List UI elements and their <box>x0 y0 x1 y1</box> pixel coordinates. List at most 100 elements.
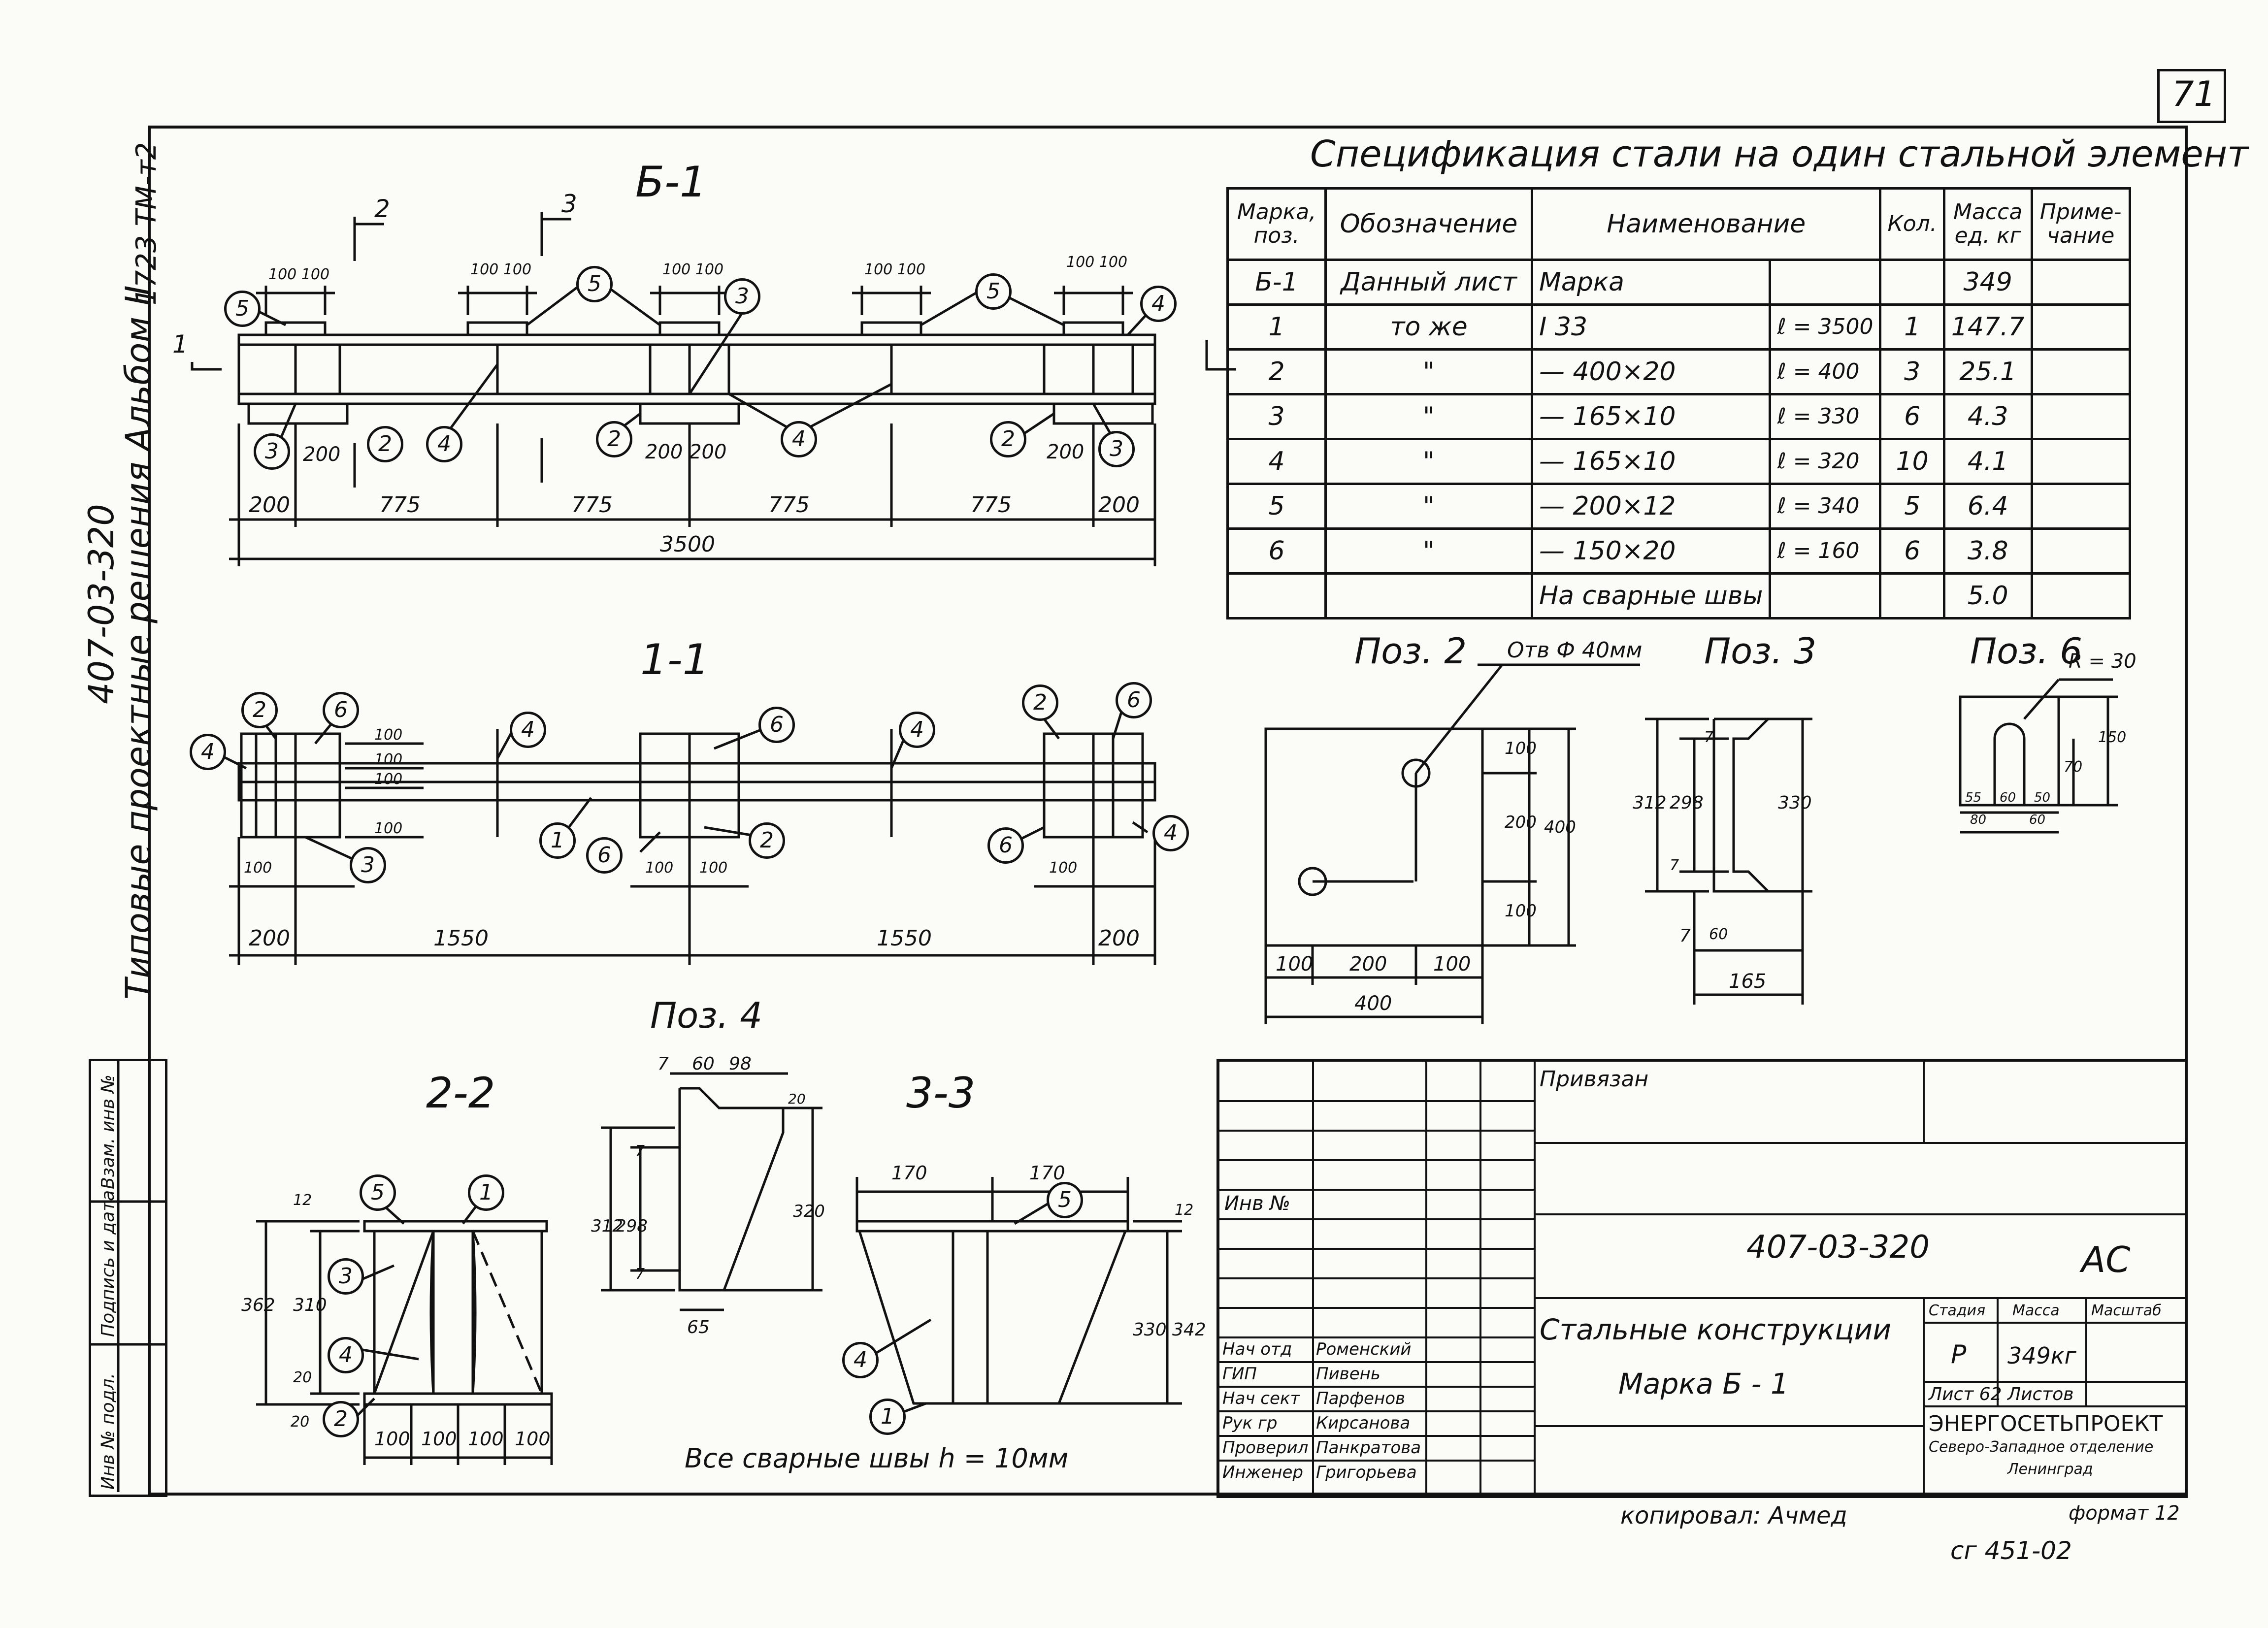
spec-cell <box>2030 527 2131 575</box>
spec-cell <box>1324 572 1533 619</box>
spec-cell: 5.0 <box>1942 572 2033 619</box>
spec-cell: 1 <box>1879 303 1945 351</box>
callout-circle: 4 <box>1152 815 1189 851</box>
poz2-h-total: 400 <box>1544 817 1576 837</box>
tb-subject-line2: Марка Б - 1 <box>1618 1367 1789 1400</box>
spec-h-mark: Марка, поз. <box>1226 187 1327 261</box>
callout-circle: 6 <box>758 707 795 743</box>
b1-top-pair-5: 100 100 <box>1066 254 1128 271</box>
spec-cell <box>1769 259 1882 306</box>
b1-dim-200-left: 200 <box>249 492 290 518</box>
spec-cell <box>2030 259 2131 306</box>
callout-circle: 6 <box>323 692 359 728</box>
poz2-w-200: 200 <box>1349 953 1387 976</box>
radius-note: R = 30 <box>2069 650 2137 673</box>
callout-circle: 5 <box>576 266 613 302</box>
callout-circle: 2 <box>749 822 785 859</box>
poz3-h-298: 298 <box>1670 793 1704 813</box>
footer-copied: копировал: Ачмед <box>1620 1502 1847 1530</box>
tb-subject-line1: Стальные конструкции <box>1540 1313 1892 1346</box>
poz4-top-60: 60 <box>692 1054 715 1074</box>
s11-stiff-100-b: 100 <box>645 859 674 877</box>
tb-staff-name: Парфенов <box>1316 1389 1406 1408</box>
callout-circle: 4 <box>190 734 226 770</box>
b1-top-pair-2: 100 100 <box>470 261 532 278</box>
tb-stage-header: Стадия <box>1929 1302 1986 1319</box>
callout-circle: 6 <box>586 837 623 874</box>
spec-cell <box>2030 483 2131 530</box>
poz4-small-7-b: 7 <box>635 1266 645 1283</box>
s22-h-20-a: 20 <box>293 1369 312 1386</box>
tb-staff-role: Проверил <box>1222 1438 1309 1458</box>
spec-h-designation: Обозначение <box>1324 187 1533 261</box>
spec-cell: 1 <box>1226 303 1327 351</box>
spec-cell: 4 <box>1226 438 1327 485</box>
tb-staff-name: Роменский <box>1316 1339 1412 1359</box>
callout-circle: 1 <box>869 1399 906 1435</box>
tb-staff-name: Григорьева <box>1316 1463 1417 1482</box>
poz4-h-298: 298 <box>616 1216 648 1236</box>
b1-bottom-200-right: 200 <box>1047 441 1085 463</box>
spec-cell: 6 <box>1879 527 1945 575</box>
s11-dim-200-left: 200 <box>249 926 290 951</box>
callout-circle: 3 <box>1098 431 1135 467</box>
poz6-h-70: 70 <box>2064 758 2083 776</box>
tb-staff-name: Пивень <box>1316 1364 1381 1384</box>
poz3-small-7-b: 7 <box>1670 857 1679 874</box>
b1-dim-775-c: 775 <box>768 492 810 518</box>
s22-w-100-a: 100 <box>374 1428 410 1450</box>
tb-org2: Северо-Западное отделение <box>1929 1438 2154 1456</box>
poz4-bottom-65: 65 <box>687 1317 710 1337</box>
s22-w-100-d: 100 <box>515 1428 551 1450</box>
spec-title: Спецификация стали на один стальной элем… <box>1310 133 2249 175</box>
callout-circle: 2 <box>241 692 278 728</box>
poz3-small-7-a: 7 <box>1704 729 1714 746</box>
spec-cell: 25.1 <box>1942 348 2033 395</box>
s33-h-330: 330 <box>1133 1320 1167 1340</box>
spec-cell: ℓ = 320 <box>1769 438 1882 485</box>
callout-circle: 2 <box>1022 684 1058 721</box>
spec-cell: I 33 <box>1530 303 1772 351</box>
poz4-top-98: 98 <box>729 1054 752 1074</box>
poz3-h-312: 312 <box>1633 793 1667 813</box>
spec-cell <box>2030 393 2131 440</box>
b1-top-pair-3: 100 100 <box>662 261 724 278</box>
spec-cell: ℓ = 400 <box>1769 348 1882 395</box>
poz2-title: Поз. 2 <box>1354 630 1467 672</box>
s11-dim-200-right: 200 <box>1098 926 1140 951</box>
callout-circle: 2 <box>990 421 1026 457</box>
b1-cut-mark-1: 1 <box>172 330 188 358</box>
spec-cell: 3.8 <box>1942 527 2033 575</box>
spec-cell <box>2030 438 2131 485</box>
s11-dim-1550-b: 1550 <box>877 926 932 951</box>
callout-circle: 4 <box>781 421 817 457</box>
b1-dim-775-a: 775 <box>379 492 421 518</box>
spec-cell: — 200×12 <box>1530 483 1772 530</box>
s22-w-100-b: 100 <box>421 1428 457 1450</box>
section-11-title: 1-1 <box>640 635 710 684</box>
spec-cell: Данный лист <box>1324 259 1533 306</box>
spec-table: Марка, поз. Обозначение Наименование Кол… <box>1226 187 2131 619</box>
poz6-title: Поз. 6 <box>1970 630 2083 672</box>
s22-h-362: 362 <box>241 1295 275 1315</box>
s22-h-310: 310 <box>293 1295 327 1315</box>
s11-side-100-b: 100 <box>374 751 403 768</box>
callout-circle: 4 <box>899 712 935 748</box>
tb-sheets: Листов <box>2007 1384 2074 1404</box>
poz6-w-55: 55 <box>1965 790 1982 805</box>
tb-inv: Инв № <box>1224 1192 1290 1215</box>
tb-stage: Р <box>1951 1340 1967 1369</box>
tb-mass: 349кг <box>2007 1342 2076 1369</box>
poz2-w-100-right: 100 <box>1433 953 1471 976</box>
tb-staff-role: Рук гр <box>1222 1413 1278 1433</box>
poz2-h-200: 200 <box>1505 813 1537 832</box>
b1-dim-775-d: 775 <box>970 492 1012 518</box>
poz3-w-165: 165 <box>1729 970 1767 993</box>
title-block-lines <box>1219 1062 2185 1495</box>
